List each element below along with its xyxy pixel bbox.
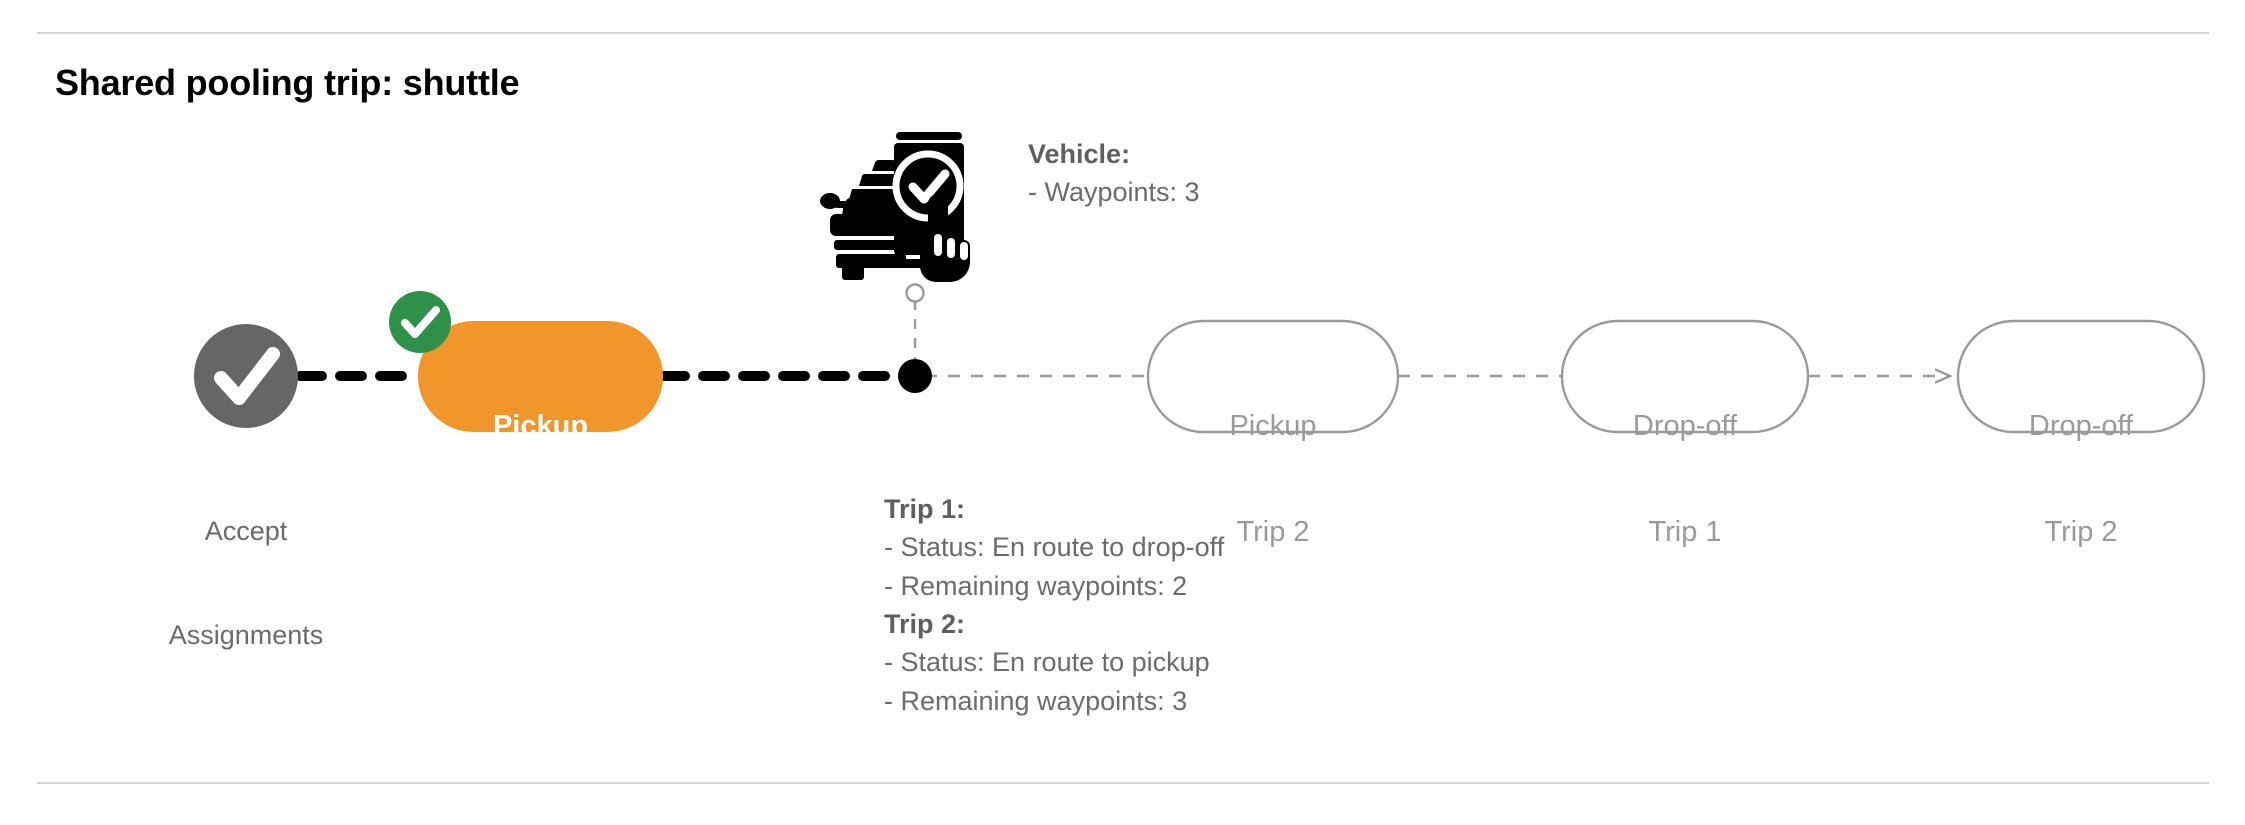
node-dropoff-trip-2[interactable]	[1956, 319, 2206, 434]
trip1-remaining-waypoints-line: - Remaining waypoints: 2	[884, 570, 1188, 601]
trip1-heading-suffix: :	[956, 494, 966, 524]
vehicle-heading-text: Vehicle	[1028, 139, 1122, 169]
badge-check-glyph	[401, 306, 440, 338]
page-title: Shared pooling trip: shuttle	[55, 62, 520, 103]
node-pickup-trip-2-pill	[1146, 319, 1400, 434]
vehicle-annotation: Vehicle: - Waypoints: 3	[1028, 135, 1200, 212]
vehicle-position-dot	[898, 359, 932, 393]
node-dropoff-trip-2-pill	[1956, 319, 2206, 434]
node-dropoff-trip-1-pill	[1560, 319, 1810, 434]
vehicle-leader-endpoint-circle	[905, 283, 925, 303]
trip2-heading-suffix: :	[956, 608, 966, 639]
trip1-status-line: - Status: En route to drop-off	[884, 532, 1225, 563]
accept-assignments-node[interactable]	[194, 324, 298, 428]
trip2-status-line: - Status: En route to pickup	[884, 647, 1210, 678]
accept-assignments-circle	[194, 324, 298, 428]
trip2-heading: Trip 2:	[884, 605, 1224, 643]
divider-top	[37, 32, 2209, 34]
trip-annotation: Trip 1: - Status: En route to drop-off -…	[884, 490, 1224, 720]
node-pickup-trip-1-pill	[418, 321, 663, 432]
node-dropoff-trip-1[interactable]	[1560, 319, 1810, 434]
vehicle-with-phone-confirm-icon	[820, 132, 970, 282]
check-badge-icon	[389, 291, 451, 353]
vehicle-heading-suffix: :	[1121, 139, 1131, 169]
divider-bottom	[37, 782, 2209, 784]
trip1-heading: Trip 1:	[884, 490, 1224, 528]
trip2-remaining-waypoints-line: - Remaining waypoints: 3	[884, 685, 1188, 716]
node-pickup-trip-2[interactable]	[1146, 319, 1400, 434]
check-icon	[214, 347, 280, 405]
vehicle-annotation-heading: Vehicle:	[1028, 135, 1200, 173]
vehicle-waypoints-line: - Waypoints: 3	[1028, 177, 1200, 208]
node-pickup-trip-1-completed-badge	[389, 291, 451, 353]
trip2-heading-text: Trip 2	[884, 608, 957, 639]
trip1-heading-text: Trip 1	[884, 494, 957, 524]
node-pickup-trip-1[interactable]	[418, 321, 663, 432]
